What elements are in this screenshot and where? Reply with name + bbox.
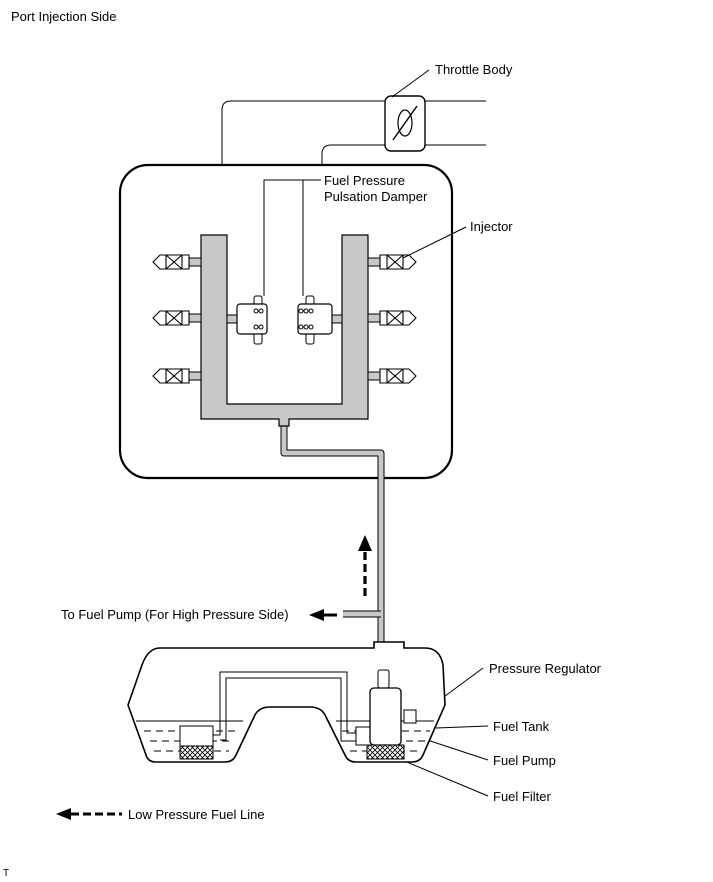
- damper-label-line2: Pulsation Damper: [324, 189, 428, 204]
- injector-left-1: [152, 254, 190, 270]
- fuel-rail: [200, 234, 369, 427]
- pressure-regulator: [403, 709, 417, 724]
- legend-dashed-arrow: [56, 808, 122, 820]
- diagram-title: Port Injection Side: [11, 9, 117, 24]
- to-high-pressure-arrow: [309, 609, 337, 621]
- fuel-tank-label: Fuel Tank: [493, 719, 550, 734]
- injector-left-3: [152, 368, 190, 384]
- upward-flow-arrow: [358, 535, 372, 596]
- corner-mark: T: [3, 868, 10, 879]
- fuel-filter-label: Fuel Filter: [493, 789, 551, 804]
- to-fuel-pump-label: To Fuel Pump (For High Pressure Side): [61, 607, 289, 622]
- damper-label-line1: Fuel Pressure: [324, 173, 405, 188]
- rail-stubs: [188, 257, 381, 381]
- fuel-pump-label: Fuel Pump: [493, 753, 556, 768]
- legend-low-pressure-label: Low Pressure Fuel Line: [128, 807, 265, 822]
- fuel-pump: [355, 669, 405, 760]
- injector-right-3: [379, 368, 417, 384]
- jet-pump-filter: [179, 725, 214, 760]
- intake-pipes: [221, 100, 486, 165]
- pulsation-damper-right: [297, 295, 333, 345]
- pressure-regulator-label: Pressure Regulator: [489, 661, 601, 676]
- injector-label: Injector: [470, 219, 513, 234]
- pulsation-damper-left: [236, 295, 268, 345]
- injector-left-2: [152, 310, 190, 326]
- throttle-body: [384, 95, 426, 152]
- injector-right-2: [379, 310, 417, 326]
- injector-right-1: [379, 254, 417, 270]
- throttle-body-label: Throttle Body: [435, 62, 513, 77]
